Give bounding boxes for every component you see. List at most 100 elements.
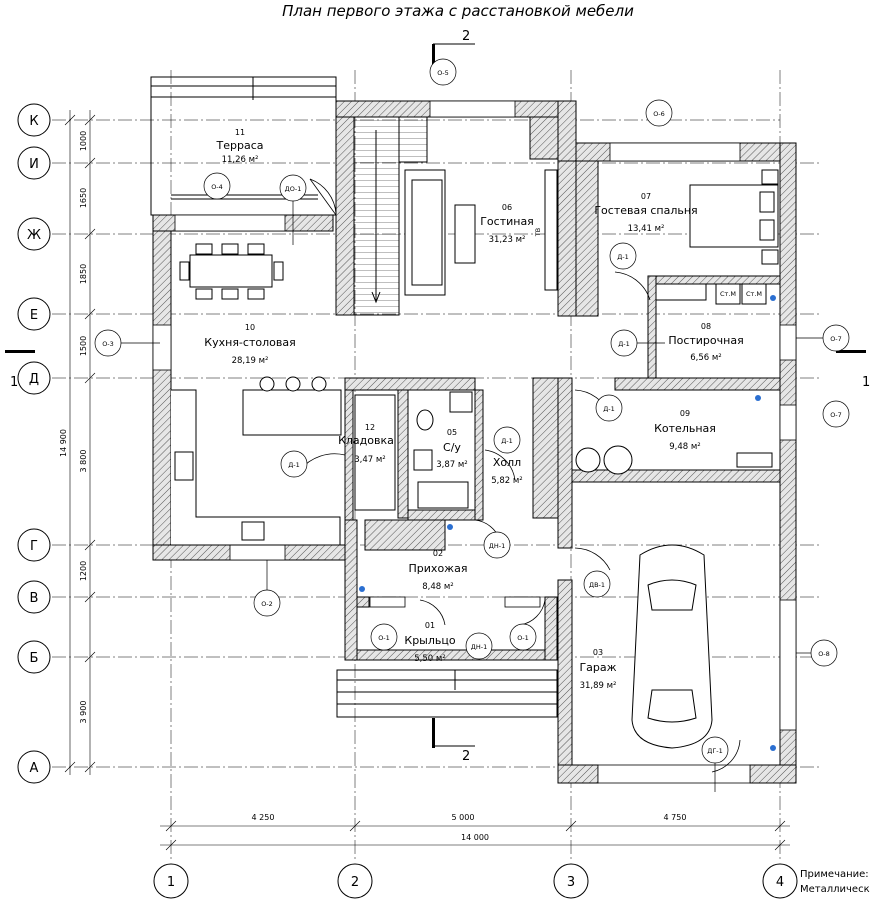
svg-text:01: 01 xyxy=(425,621,435,630)
dim-label: 1850 xyxy=(79,264,88,284)
axis-label: Г xyxy=(30,539,38,554)
axis-label: В xyxy=(30,591,39,606)
room-laundry: 08 Постирочная 6,56 м² xyxy=(668,322,743,363)
dim-label: 4 750 xyxy=(664,813,687,822)
tag-label: ДН-1 xyxy=(489,542,505,550)
svg-text:10: 10 xyxy=(245,323,255,332)
appliance-label: Ст.М xyxy=(720,290,736,298)
svg-text:03: 03 xyxy=(593,648,603,657)
axis-label: 2 xyxy=(351,875,359,890)
walls xyxy=(152,100,797,784)
tag-label: Д-1 xyxy=(603,405,615,413)
svg-text:5,50 м²: 5,50 м² xyxy=(414,654,445,664)
axis-label: 4 xyxy=(776,875,784,890)
svg-text:Прихожая: Прихожая xyxy=(409,562,468,575)
tag-label: О-1 xyxy=(517,634,529,642)
windows xyxy=(152,100,797,784)
tv-label: ТВ xyxy=(534,228,542,237)
svg-text:6,56 м²: 6,56 м² xyxy=(690,353,721,363)
section-label: 2 xyxy=(462,749,470,764)
section-label: 1 xyxy=(862,375,870,390)
axis-bubbles-bottom: 1 2 3 4 xyxy=(153,863,798,899)
svg-text:Котельная: Котельная xyxy=(654,422,716,435)
callout-tags xyxy=(94,58,850,792)
tag-label: Д-1 xyxy=(288,461,300,469)
dimension-labels: 4 250 5 000 4 750 14 000 1000 1650 1850 … xyxy=(59,131,686,842)
svg-text:9,48 м²: 9,48 м² xyxy=(669,442,700,452)
tag-label: О-4 xyxy=(211,183,223,191)
axis-label: Ж xyxy=(27,228,41,243)
utility-markers xyxy=(359,295,776,751)
dim-label: 5 000 xyxy=(452,813,475,822)
dim-label: 14 000 xyxy=(461,833,489,842)
dim-label: 1200 xyxy=(79,561,88,581)
svg-text:28,19 м²: 28,19 м² xyxy=(232,356,269,366)
appliance-label: Ст.М xyxy=(746,290,762,298)
axis-label: 1 xyxy=(167,875,175,890)
svg-text:Гостиная: Гостиная xyxy=(480,215,534,228)
room-kitchen-dining: 10 Кухня-столовая 28,19 м² xyxy=(204,323,295,366)
plan-title: План первого этажа с расстановкой мебели xyxy=(282,2,634,20)
dim-label: 1000 xyxy=(79,131,88,151)
svg-text:3,87 м²: 3,87 м² xyxy=(436,460,467,470)
axis-label: Е xyxy=(30,308,38,323)
svg-text:Терраса: Терраса xyxy=(216,139,264,152)
room-entrance: 02 Прихожая 8,48 м² xyxy=(409,549,468,592)
svg-text:09: 09 xyxy=(680,409,690,418)
room-pantry: 12 Кладовка 3,47 м² xyxy=(338,423,394,465)
dim-label: 3 800 xyxy=(79,450,88,473)
svg-text:Гостевая спальня: Гостевая спальня xyxy=(594,204,697,217)
furniture xyxy=(171,169,779,749)
svg-text:12: 12 xyxy=(365,423,375,432)
svg-text:11,26 м²: 11,26 м² xyxy=(222,155,259,165)
tag-label: О-1 xyxy=(378,634,390,642)
tag-label: О-3 xyxy=(102,340,114,348)
svg-text:13,41 м²: 13,41 м² xyxy=(628,224,665,234)
svg-text:02: 02 xyxy=(433,549,443,558)
dim-label: 3 900 xyxy=(79,701,88,724)
section-mark-2: 2 2 xyxy=(432,29,475,764)
axis-bubbles-left: К И Ж Е Д Г В Б А xyxy=(17,103,51,784)
axis-label: Д xyxy=(29,372,39,387)
dim-label: 1500 xyxy=(79,336,88,356)
dim-label: 4 250 xyxy=(252,813,275,822)
room-guest-bedroom: 07 Гостевая спальня 13,41 м² xyxy=(594,192,697,234)
room-garage: 03 Гараж 31,89 м² xyxy=(579,648,616,691)
svg-text:Кладовка: Кладовка xyxy=(338,434,394,447)
svg-text:Холл: Холл xyxy=(493,456,521,469)
section-label: 2 xyxy=(462,29,470,44)
axis-label: К xyxy=(29,114,38,129)
dimension-lines xyxy=(64,110,790,851)
tag-label: Д-1 xyxy=(617,253,629,261)
tag-label: О-7 xyxy=(830,411,842,419)
room-living: 06 Гостиная 31,23 м² xyxy=(480,203,534,245)
svg-text:05: 05 xyxy=(447,428,457,437)
svg-text:Крыльцо: Крыльцо xyxy=(404,634,455,647)
staircase xyxy=(353,116,428,316)
room-labels: 11 Терраса 11,26 м² 06 Гостиная 31,23 м²… xyxy=(204,128,743,691)
svg-text:Гараж: Гараж xyxy=(579,661,616,674)
section-label: 1 xyxy=(10,375,18,390)
svg-text:06: 06 xyxy=(502,203,512,212)
svg-text:С/у: С/у xyxy=(443,441,461,454)
callout-tag-labels: О-5 О-6 О-4 ДО-1 О-3 Д-1 Д-1 О-7 О-7 Д-1… xyxy=(102,69,842,755)
svg-text:11: 11 xyxy=(235,128,245,137)
tag-label: О-6 xyxy=(653,110,665,118)
svg-text:31,89 м²: 31,89 м² xyxy=(580,681,617,691)
room-terrace: 11 Терраса 11,26 м² xyxy=(216,128,264,165)
tag-label: ДВ-1 xyxy=(589,581,605,589)
axis-label: А xyxy=(30,761,39,776)
porch-outline xyxy=(336,669,558,718)
tag-label: Д-1 xyxy=(618,340,630,348)
note-line: Металлическ xyxy=(800,884,870,895)
dim-label: 14 900 xyxy=(59,429,68,457)
svg-text:5,82 м²: 5,82 м² xyxy=(491,476,522,486)
tag-label: ДО-1 xyxy=(285,185,302,193)
room-bathroom: 05 С/у 3,87 м² xyxy=(436,428,467,470)
axis-label: Б xyxy=(30,651,39,666)
svg-text:Кухня-столовая: Кухня-столовая xyxy=(204,336,295,349)
axis-label: 3 xyxy=(567,875,575,890)
svg-text:8,48 м²: 8,48 м² xyxy=(422,582,453,592)
room-porch: 01 Крыльцо 5,50 м² xyxy=(404,621,455,664)
